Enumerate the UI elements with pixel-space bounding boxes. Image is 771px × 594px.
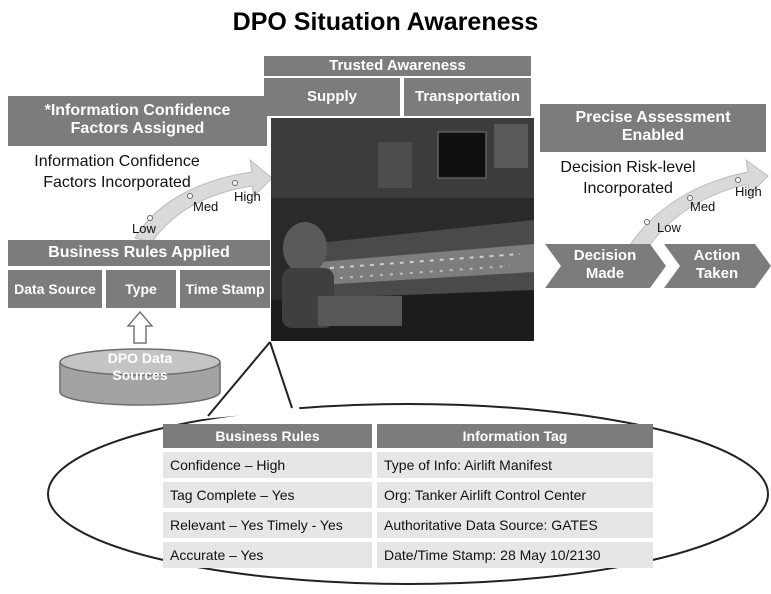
confidence-incorporated-line1: Information Confidence — [34, 153, 200, 170]
decision-made-chevron: Decision Made — [555, 247, 655, 283]
business-rules-applied-header: Business Rules Applied — [8, 240, 270, 266]
confidence-factors-line2: Factors Assigned — [70, 120, 205, 138]
type-box: Type — [106, 270, 176, 308]
dpo-data-sources-label: DPO Data Sources — [60, 350, 220, 384]
confidence-factors-header: *Information Confidence Factors Assigned — [8, 96, 267, 146]
up-arrow-icon — [126, 310, 154, 344]
risk-curve-arrow — [629, 158, 769, 249]
tag-cell-2: Authoritative Data Source: GATES — [377, 512, 653, 538]
confidence-factors-line1: *Information Confidence — [44, 102, 231, 119]
right-med-label: Med — [690, 199, 716, 214]
time-stamp-box: Time Stamp — [180, 270, 270, 308]
page-title: DPO Situation Awareness — [232, 8, 539, 36]
dpo-data-line1: DPO Data — [107, 350, 173, 366]
low-label: Low — [132, 221, 156, 236]
decision-line1: Decision — [573, 247, 637, 264]
control-room-photo — [271, 118, 534, 341]
right-high-label: High — [735, 184, 762, 199]
decision-line2: Made — [585, 265, 625, 282]
speech-bubble-tail — [170, 342, 300, 422]
low-point — [147, 215, 153, 221]
decision-risk-line2: Incorporated — [583, 179, 673, 197]
tag-cell-1: Org: Tanker Airlift Control Center — [377, 482, 653, 508]
med-label: Med — [193, 199, 219, 214]
action-line2: Taken — [695, 265, 739, 282]
rule-cell-0: Confidence – High — [163, 452, 372, 478]
high-label: High — [234, 189, 261, 204]
rule-cell-1: Tag Complete – Yes — [163, 482, 372, 508]
right-low-label: Low — [657, 220, 681, 235]
transportation-box: Transportation — [404, 78, 531, 116]
decision-chevron-shape — [545, 244, 666, 288]
tag-cell-0: Type of Info: Airlift Manifest — [377, 452, 653, 478]
high-point — [232, 180, 238, 186]
trusted-awareness-header: Trusted Awareness — [264, 56, 531, 76]
confidence-incorporated-text: Information Confidence Factors Incorpora… — [8, 152, 226, 194]
information-tag-column-header: Information Tag — [377, 424, 653, 448]
decision-risk-text: Decision Risk-level Incorporated — [540, 158, 716, 200]
action-taken-chevron: Action Taken — [672, 247, 762, 283]
confidence-incorporated-line2: Factors Incorporated — [43, 173, 191, 191]
med-point — [187, 193, 193, 199]
decision-risk-line1: Decision Risk-level — [560, 159, 696, 176]
business-rules-column-header: Business Rules — [163, 424, 372, 448]
tag-cell-3: Date/Time Stamp: 28 May 10/2130 — [377, 542, 653, 568]
precise-assessment-line2: Enabled — [621, 127, 685, 145]
action-line1: Action — [693, 247, 741, 264]
precise-assessment-line1: Precise Assessment — [575, 109, 731, 126]
rule-cell-3: Accurate – Yes — [163, 542, 372, 568]
rule-cell-2: Relevant – Yes Timely - Yes — [163, 512, 372, 538]
action-chevron-shape — [664, 244, 771, 288]
precise-assessment-header: Precise Assessment Enabled — [540, 104, 766, 152]
data-source-box: Data Source — [8, 270, 102, 308]
dpo-data-line2: Sources — [112, 367, 168, 383]
supply-box: Supply — [264, 78, 400, 116]
